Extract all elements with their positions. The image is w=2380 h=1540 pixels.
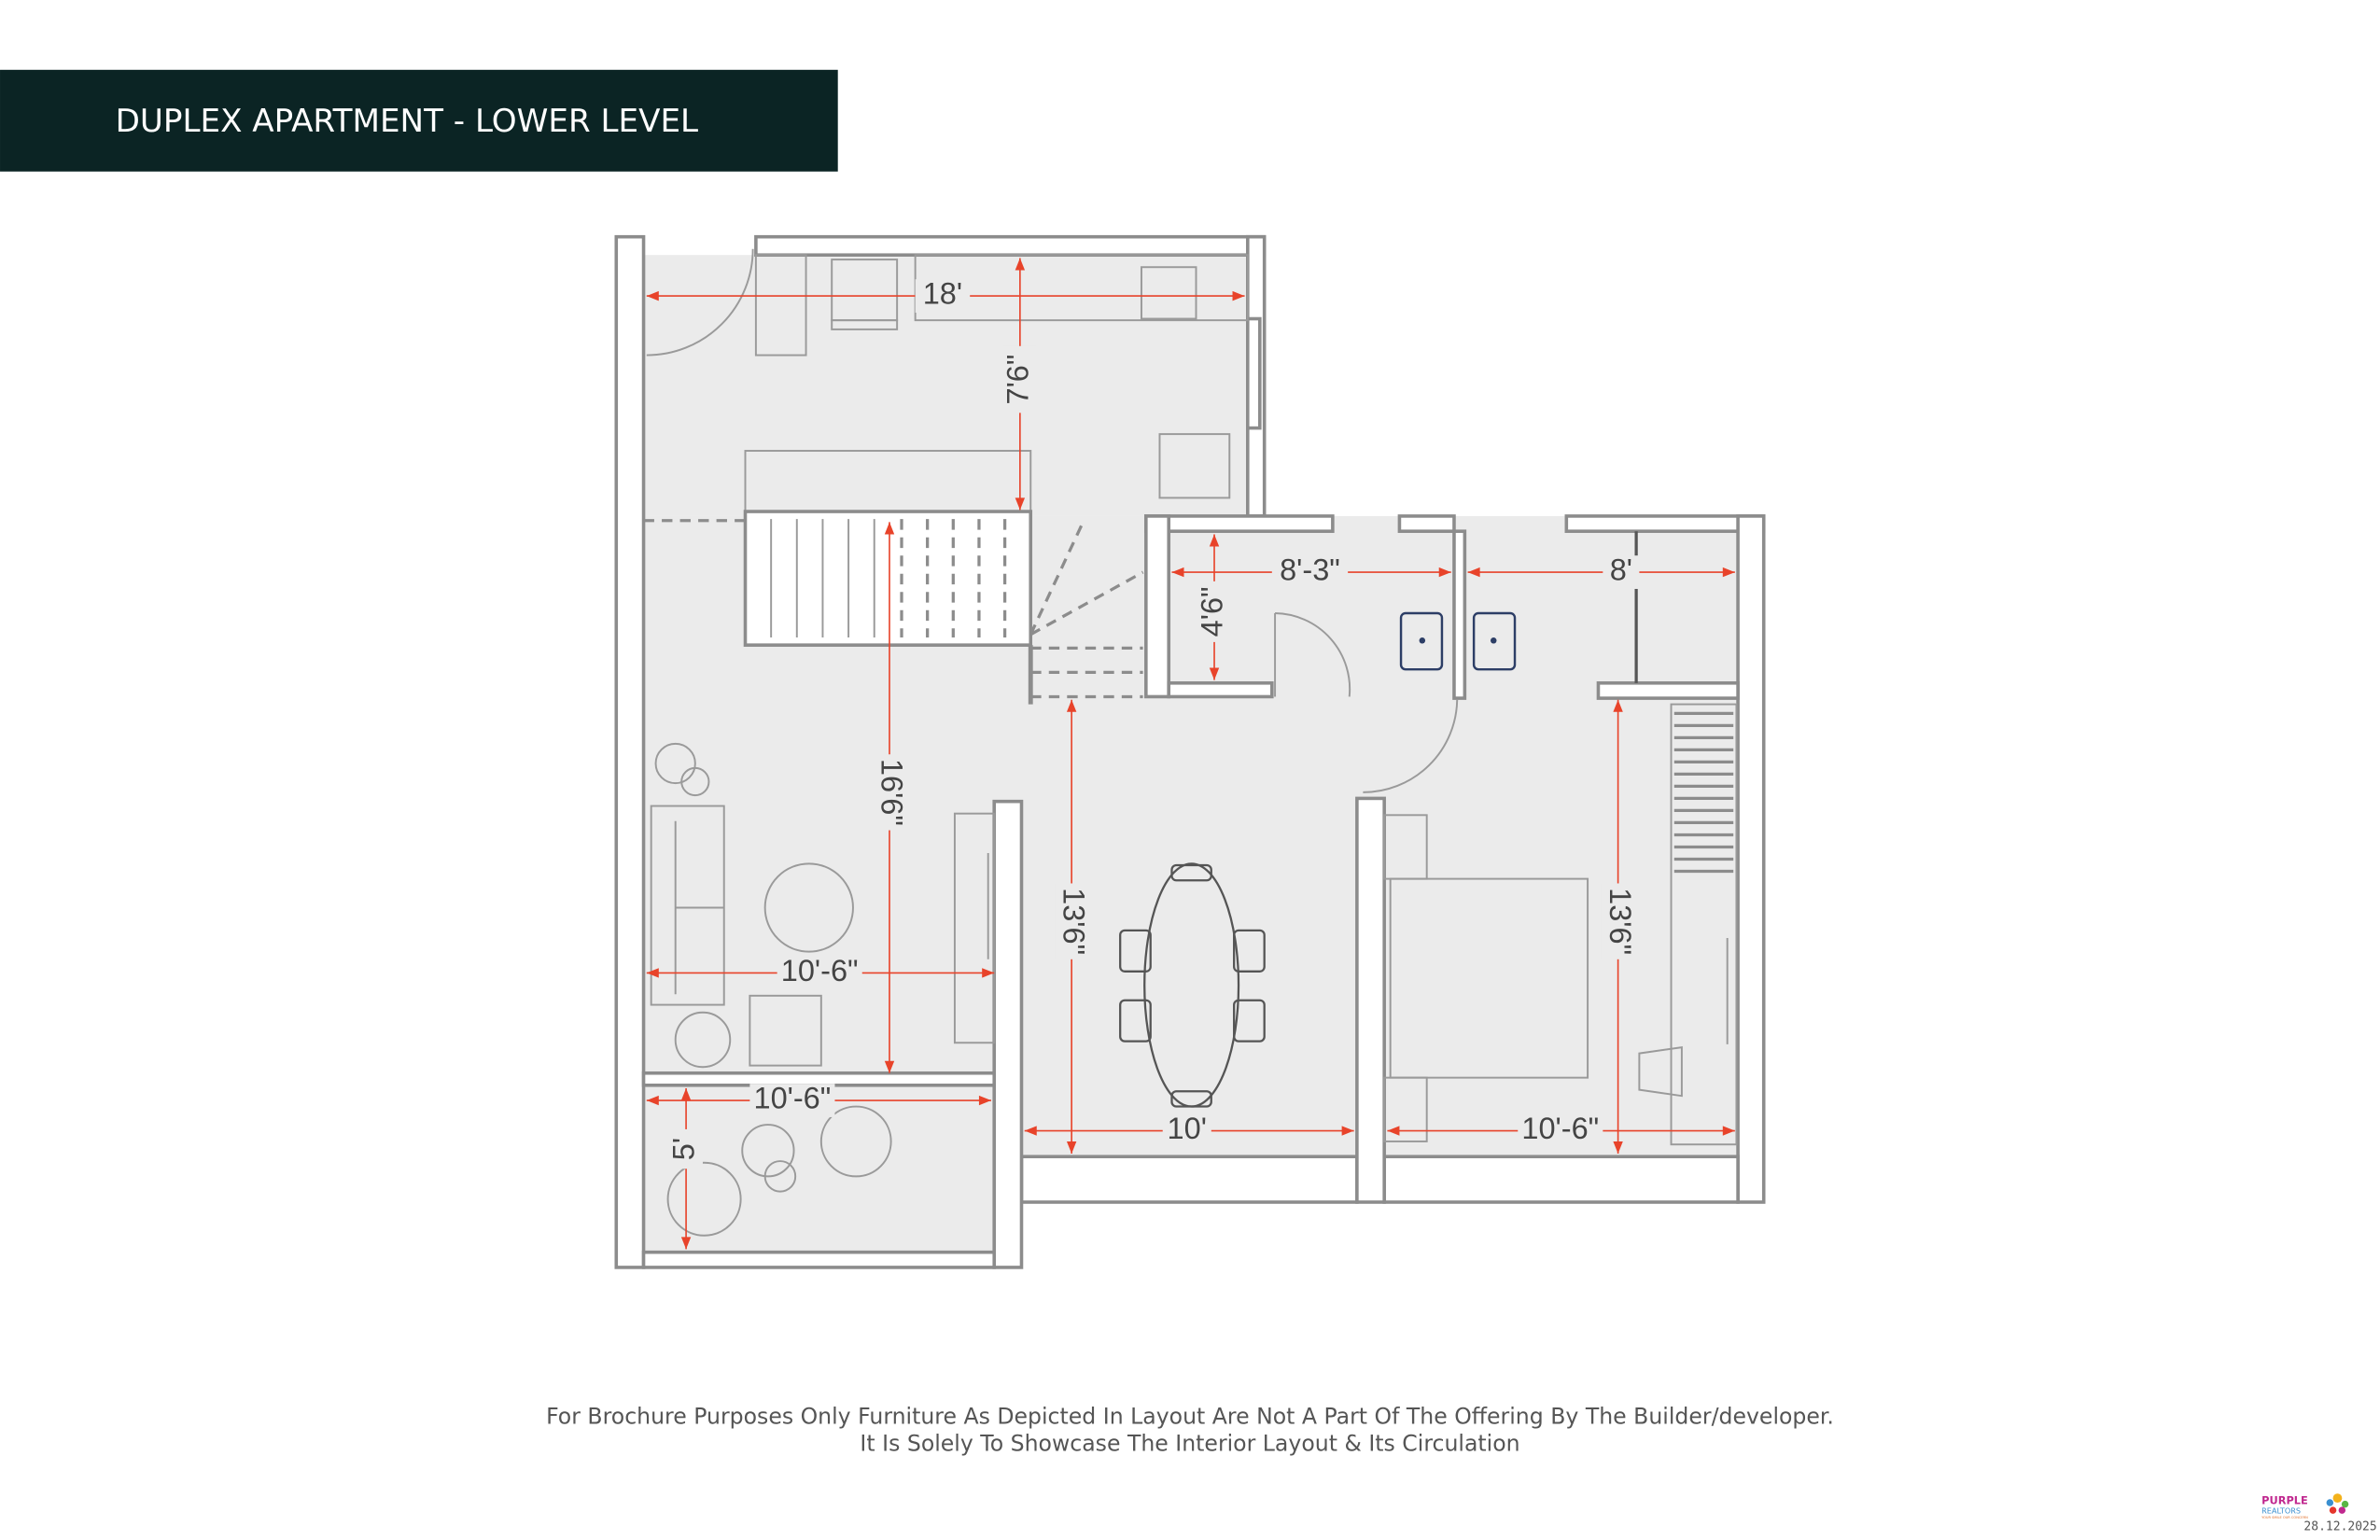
bedroom-furniture [1383, 703, 1738, 1146]
washbasin-icon [1399, 611, 1444, 671]
dining-depth-label: 13'6" [1057, 888, 1091, 955]
walls [614, 234, 1766, 1269]
bedroom-depth-label: 13'6" [1603, 888, 1637, 955]
disclaimer-line-2: It Is Solely To Showcase The Interior La… [860, 1431, 1519, 1457]
header-banner: DUPLEX APARTMENT - LOWER LEVEL [0, 69, 838, 172]
dimension-labels: 18' 7'6" 8'-3" 8' 4'6" 16'6" 10'-6" 13'6… [667, 277, 1640, 1169]
kitchen-width-label: 18' [923, 277, 962, 311]
logo-name-top: PURPLE [2261, 1494, 2308, 1507]
logo-tagline: YOUR SMILE OUR CONCERN [2261, 1516, 2308, 1519]
bedroom-width-label: 10'-6" [1521, 1112, 1599, 1145]
purple-realtors-logo: PURPLE REALTORS YOUR SMILE OUR CONCERN [2261, 1493, 2349, 1519]
balcony-width-label: 10'-6" [753, 1082, 831, 1115]
page-title: DUPLEX APARTMENT - LOWER LEVEL [116, 103, 698, 140]
date-stamp: 28.12.2025 [2303, 1519, 2376, 1533]
header-background [0, 69, 838, 172]
balcony-furniture [666, 1105, 892, 1237]
star-logo-icon [2326, 1493, 2349, 1514]
dining-width-label: 10' [1168, 1112, 1207, 1145]
disclaimer-line-1: For Brochure Purposes Only Furniture As … [546, 1403, 1834, 1429]
logo-name-bottom: REALTORS [2261, 1505, 2301, 1515]
kitchen-depth-label: 7'6" [1001, 355, 1034, 405]
balcony-depth-label: 5' [667, 1138, 701, 1160]
washbasin-icon [1472, 611, 1517, 671]
living-depth-label: 16'6" [875, 759, 908, 826]
bath1-width-label: 8'-3" [1280, 553, 1340, 587]
bath2-width-label: 8' [1610, 553, 1632, 587]
living-furniture [650, 742, 996, 1069]
dining-table [1119, 862, 1266, 1108]
living-width-label: 10'-6" [781, 954, 859, 987]
bath1-depth-label: 4'6" [1196, 586, 1229, 637]
